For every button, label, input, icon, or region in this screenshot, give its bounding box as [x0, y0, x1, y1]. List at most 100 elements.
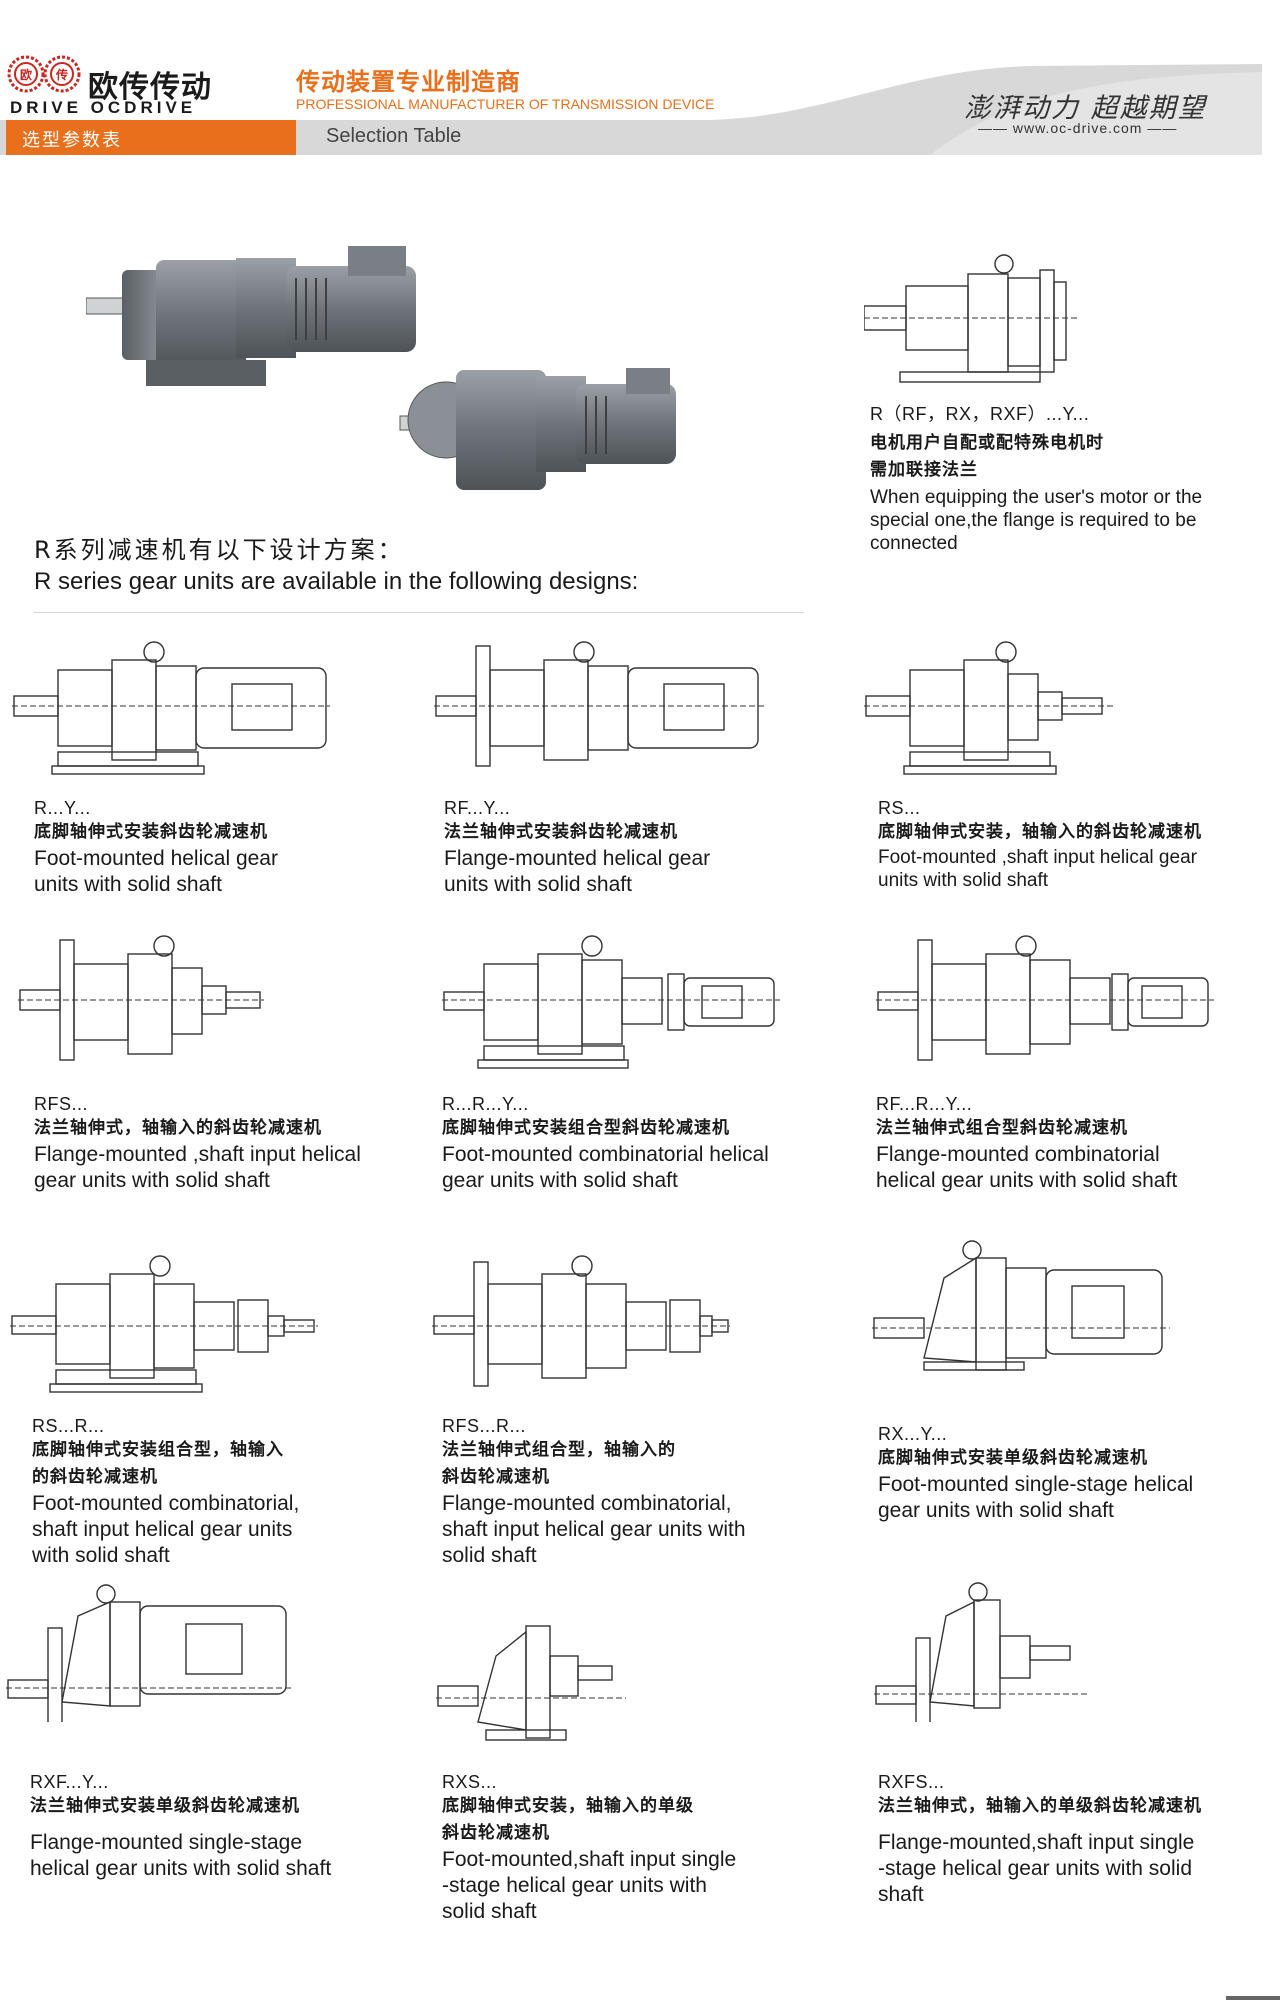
- page-corner-mark: [1226, 1996, 1280, 2000]
- design-cn: 底脚轴伸式安装，轴输入的斜齿轮减速机: [878, 822, 1202, 842]
- design-en: Flange-mounted single-stage: [30, 1831, 302, 1854]
- design-en: Foot-mounted single-stage helical: [878, 1473, 1194, 1496]
- design-cn: 法兰轴伸式组合型，轴输入的: [442, 1440, 676, 1460]
- design-code: RFS...: [34, 1094, 89, 1114]
- design-en: -stage helical gear units with: [442, 1874, 707, 1897]
- design-code: RX...Y...: [878, 1424, 948, 1444]
- design-en: Foot-mounted combinatorial,: [32, 1492, 300, 1515]
- design-item-8: RFS...R... 法兰轴伸式组合型，轴输入的 斜齿轮减速机 Flange-m…: [442, 1416, 746, 1569]
- drawing-rxs: [436, 1606, 636, 1756]
- design-item-5: R...R...Y... 底脚轴伸式安装组合型斜齿轮减速机 Foot-mount…: [442, 1094, 769, 1194]
- brand-motto: 澎湃动力 超越期望: [964, 93, 1207, 124]
- design-en: Flange-mounted helical gear: [444, 847, 711, 870]
- design-en: solid shaft: [442, 1900, 537, 1923]
- design-cn: 底脚轴伸式安装，轴输入的单级: [442, 1796, 694, 1816]
- design-en: units with solid shaft: [444, 873, 632, 896]
- design-en: gear units with solid shaft: [34, 1169, 270, 1192]
- design-code: RS...R...: [32, 1416, 105, 1436]
- slogan-en: PROFESSIONAL MANUFACTURER OF TRANSMISSIO…: [296, 96, 715, 112]
- intro-en: R series gear units are available in the…: [34, 568, 639, 595]
- design-en: units with solid shaft: [34, 873, 222, 896]
- design-cn: 法兰轴伸式，轴输入的单级斜齿轮减速机: [878, 1796, 1202, 1816]
- slogan-cn: 传动装置专业制造商: [296, 68, 521, 96]
- design-code: RF...Y...: [444, 798, 511, 818]
- brand-name-en: DRIVE OCDRIVE: [10, 98, 197, 117]
- flange-note-code: R（RF，RX，RXF）...Y...: [870, 404, 1090, 424]
- design-en: helical gear units with solid shaft: [876, 1169, 1178, 1192]
- design-en: shaft input helical gear units with: [442, 1518, 746, 1541]
- design-cn: 底脚轴伸式安装斜齿轮减速机: [34, 822, 268, 842]
- drawing-rx-y: [872, 1238, 1172, 1388]
- design-en: with solid shaft: [32, 1544, 170, 1567]
- flange-note-en-1: When equipping the user's motor or the: [870, 487, 1203, 508]
- design-en: gear units with solid shaft: [442, 1169, 678, 1192]
- header: 欧 传 欧传传动 DRIVE OCDRIVE 传动装置专业制造商 PROFESS…: [0, 0, 1280, 160]
- design-cn: 法兰轴伸式，轴输入的斜齿轮减速机: [34, 1118, 322, 1138]
- drawing-rxfs: [874, 1582, 1094, 1722]
- design-code: RXS...: [442, 1772, 498, 1792]
- design-item-6: RF...R...Y... 法兰轴伸式组合型斜齿轮减速机 Flange-moun…: [876, 1094, 1177, 1194]
- design-item-3: RS... 底脚轴伸式安装，轴输入的斜齿轮减速机 Foot-mounted ,s…: [878, 798, 1202, 892]
- design-item-11: RXS... 底脚轴伸式安装，轴输入的单级 斜齿轮减速机 Foot-mounte…: [442, 1772, 736, 1925]
- design-code: RFS...R...: [442, 1416, 527, 1436]
- design-item-9: RX...Y... 底脚轴伸式安装单级斜齿轮减速机 Foot-mounted s…: [878, 1424, 1193, 1524]
- logo-badge-1: 欧: [20, 67, 32, 82]
- design-code: RS...: [878, 798, 921, 818]
- drawing-rs: [864, 640, 1124, 780]
- design-cn: 底脚轴伸式安装组合型，轴输入: [32, 1440, 284, 1460]
- design-item-7: RS...R... 底脚轴伸式安装组合型，轴输入 的斜齿轮减速机 Foot-mo…: [32, 1416, 299, 1569]
- drawing-rf-y: [434, 640, 764, 780]
- intro-cn: R系列减速机有以下设计方案：: [34, 536, 405, 564]
- design-code: R...R...Y...: [442, 1094, 529, 1114]
- brand-name-cn: 欧传传动: [88, 70, 212, 105]
- design-en: units with solid shaft: [878, 870, 1049, 891]
- design-cn: 法兰轴伸式安装斜齿轮减速机: [444, 822, 678, 842]
- flange-note-en-3: connected: [870, 533, 958, 554]
- design-code: RXF...Y...: [30, 1772, 109, 1792]
- design-en: Flange-mounted ,shaft input helical: [34, 1143, 361, 1166]
- flange-note-en-2: special one,the flange is required to be: [870, 510, 1197, 531]
- design-en: Foot-mounted combinatorial helical: [442, 1143, 769, 1166]
- design-code: R...Y...: [34, 798, 91, 818]
- logo-badge-2: 传: [55, 67, 68, 82]
- drawing-rs-r: [10, 1254, 320, 1404]
- flange-adapter-drawing: [864, 254, 1079, 383]
- design-en: Foot-mounted ,shaft input helical gear: [878, 847, 1197, 868]
- drawing-rfs: [18, 934, 268, 1074]
- logo-gear-icon: 欧 传: [7, 55, 81, 93]
- design-item-2: RF...Y... 法兰轴伸式安装斜齿轮减速机 Flange-mounted h…: [444, 798, 710, 898]
- design-en: solid shaft: [442, 1544, 537, 1567]
- product-photo: [86, 246, 676, 490]
- design-en: shaft input helical gear units: [32, 1518, 293, 1541]
- design-cn: 法兰轴伸式组合型斜齿轮减速机: [876, 1118, 1128, 1138]
- design-en: Flange-mounted combinatorial: [876, 1143, 1160, 1166]
- header-swoosh: [700, 64, 1262, 155]
- design-item-1: R...Y... 底脚轴伸式安装斜齿轮减速机 Foot-mounted heli…: [34, 798, 278, 898]
- flange-note-cn-2: 需加联接法兰: [870, 460, 978, 480]
- drawing-r-y: [12, 640, 332, 780]
- drawing-rxf-y: [6, 1582, 296, 1722]
- drawing-rf-r-y: [876, 934, 1216, 1074]
- design-cn: 斜齿轮减速机: [442, 1823, 550, 1843]
- tab-selection-cn: 选型参数表: [6, 120, 296, 155]
- flange-note-cn-1: 电机用户自配或配特殊电机时: [870, 433, 1104, 453]
- drawing-r-r-y: [442, 934, 782, 1074]
- tab-selection-en: Selection Table: [326, 125, 462, 147]
- design-cn: 底脚轴伸式安装单级斜齿轮减速机: [878, 1448, 1148, 1468]
- design-item-4: RFS... 法兰轴伸式，轴输入的斜齿轮减速机 Flange-mounted ,…: [34, 1094, 361, 1194]
- design-item-12: RXFS... 法兰轴伸式，轴输入的单级斜齿轮减速机 Flange-mounte…: [878, 1772, 1202, 1908]
- design-item-10: RXF...Y... 法兰轴伸式安装单级斜齿轮减速机 Flange-mounte…: [30, 1772, 331, 1882]
- design-cn: 的斜齿轮减速机: [32, 1467, 158, 1487]
- design-cn: 法兰轴伸式安装单级斜齿轮减速机: [30, 1796, 300, 1816]
- design-cn: 底脚轴伸式安装组合型斜齿轮减速机: [442, 1118, 730, 1138]
- design-en: gear units with solid shaft: [878, 1499, 1114, 1522]
- design-cn: 斜齿轮减速机: [442, 1467, 550, 1487]
- flange-note: R（RF，RX，RXF）...Y... 电机用户自配或配特殊电机时 需加联接法兰…: [870, 400, 1202, 555]
- design-en: -stage helical gear units with solid: [878, 1857, 1192, 1880]
- design-en: Foot-mounted helical gear: [34, 847, 278, 870]
- design-en: helical gear units with solid shaft: [30, 1857, 332, 1880]
- design-code: RXFS...: [878, 1772, 945, 1792]
- design-en: Flange-mounted,shaft input single: [878, 1831, 1195, 1854]
- divider: [34, 612, 804, 613]
- design-en: Flange-mounted combinatorial,: [442, 1492, 732, 1515]
